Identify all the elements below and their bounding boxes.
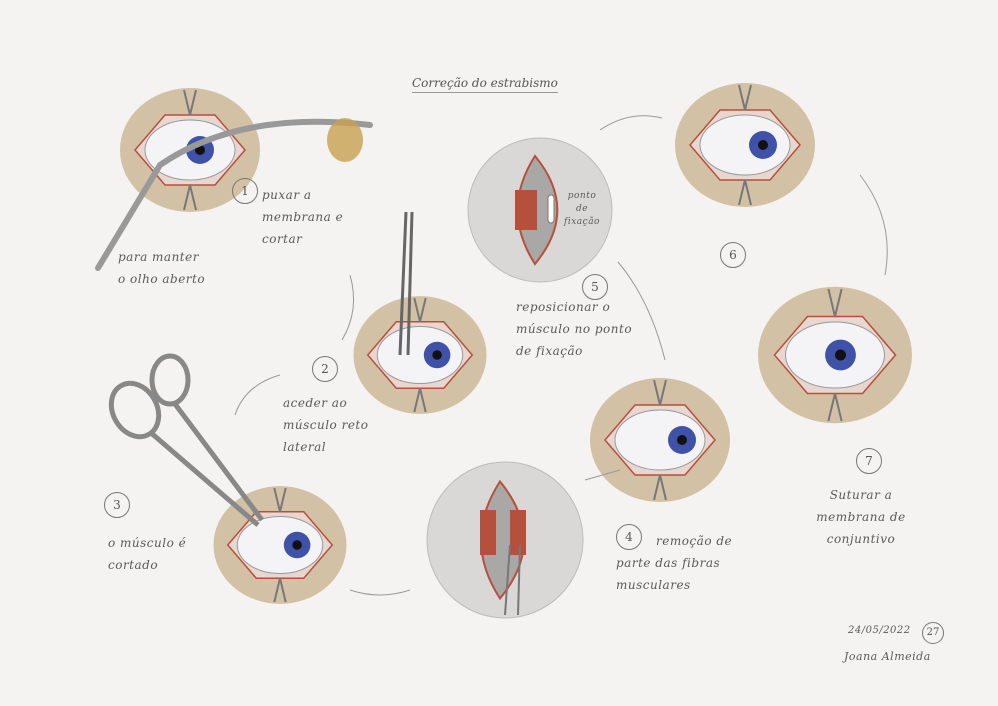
eyeball [236,516,324,574]
retractor-bottom [653,474,667,501]
arrow-eye-4-inset [584,469,621,481]
step-3-text: o músculo é cortado [108,536,187,572]
eye-step-7 [758,286,912,424]
step-1-number: 1 [232,178,258,204]
inset-step-4 [426,461,584,619]
muscle-left [480,510,496,555]
retractor-top [273,487,287,512]
retractor-top [827,288,843,317]
retractor-bottom [827,393,843,422]
arrow-2-3 [234,374,281,416]
step-2-text: aceder ao músculo reto lateral [283,396,369,454]
step-5-number: 5 [582,274,608,300]
pupil [292,540,302,550]
page-title: Correção do estrabismo [412,76,558,93]
eyeball [614,409,706,471]
step-4-text: remoção de parte das fibras musculares [616,534,733,592]
scissors-ring-2 [149,353,191,407]
arrow-5-6 [599,115,663,131]
eyeball [699,114,791,176]
step-5-text: reposicionar o músculo no ponto de fixaç… [516,300,633,358]
fixation-point [547,194,555,224]
eye-step-3 [213,486,347,604]
retractor-bottom [273,578,287,603]
muscle [515,190,537,230]
step-3-number: 3 [104,492,130,518]
arrow-6-7 [859,174,888,276]
scissors-blades [148,402,264,527]
pupil [432,350,442,360]
tweezers-step-4 [504,544,521,616]
fixation-point-label: ponto de fixação [564,191,600,227]
tweezers-step-2 [398,211,414,356]
inset-step-5 [467,137,613,283]
retractor-bottom [738,179,752,206]
date: 24/05/2022 [848,625,911,636]
arrow-1-2 [341,274,355,341]
page-number: 27 [922,622,944,644]
step-6-number: 6 [720,242,746,268]
eye-step-4 [590,378,730,502]
scissors-ring-1 [108,380,162,440]
step-7-text: Suturar a membrana de conjuntivo [816,488,906,546]
retractor-top [183,89,197,116]
forceps-handle [327,118,363,162]
muscle-right [510,510,526,555]
pupil [835,349,846,361]
arrow-3-4 [349,589,411,596]
eyeball [376,326,464,384]
retractor-bottom [183,184,197,211]
pupil [758,140,768,150]
step-1-note: para manter o olho aberto [118,250,206,286]
step-1-text: puxar a membrana e cortar [262,188,344,246]
retractor-top [653,379,667,406]
signature: Joana Almeida [844,650,931,663]
pupil [677,435,687,445]
retractor-top [738,84,752,111]
step-2-number: 2 [312,356,338,382]
incision [516,154,559,266]
retractor-top [413,297,427,322]
step-7-number: 7 [856,448,882,474]
arrow-4-5 [617,261,666,361]
retractor-bottom [413,388,427,413]
step-4-number: 4 [616,524,642,550]
eye-step-2 [353,296,487,414]
eye-step-6 [675,83,815,207]
